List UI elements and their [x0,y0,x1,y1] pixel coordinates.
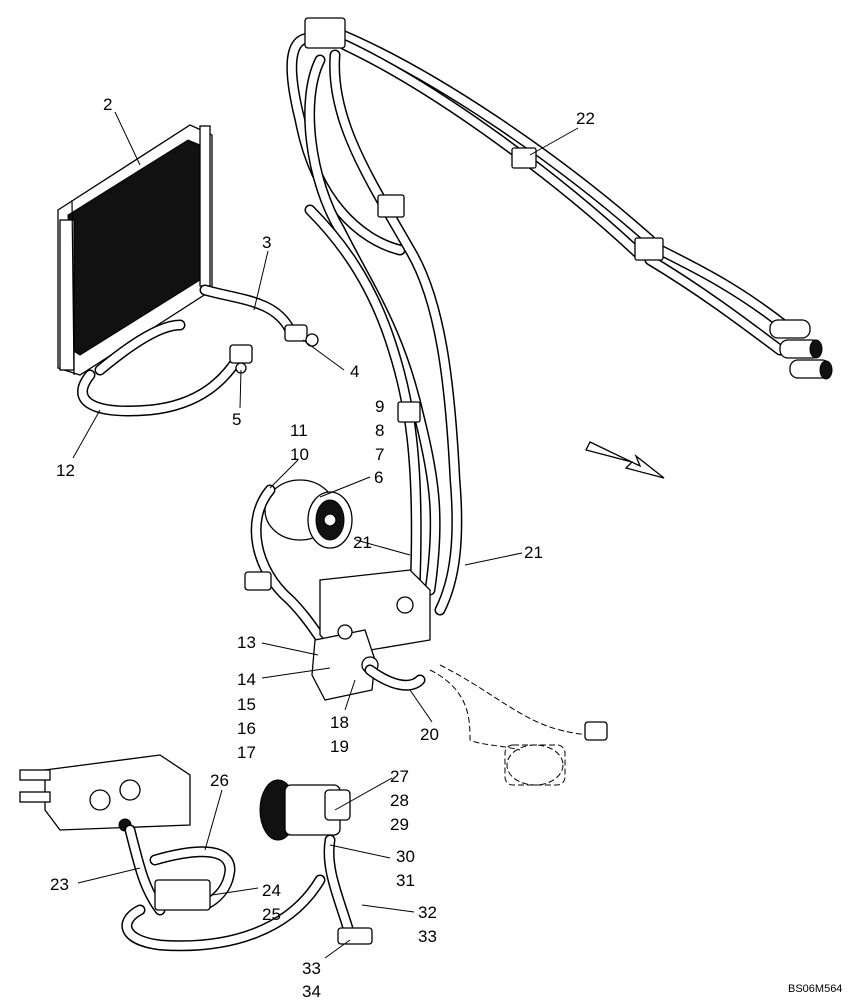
callout-33-bottom: 33 [302,959,321,978]
callout-11: 11 [290,421,308,440]
cooler-hoses [77,284,296,417]
callout-14: 14 [237,670,256,689]
phantom-drive-motor [429,664,608,786]
callout-8: 8 [375,421,384,440]
callout-16: 16 [237,719,256,738]
callout-2: 2 [103,95,112,114]
callout-32: 32 [418,903,437,922]
oil-cooler [57,124,213,376]
auxiliary-pump [259,779,373,945]
elbow-fitting-4 [284,324,319,347]
callout-3: 3 [262,233,271,252]
callout-21-right: 21 [524,543,543,562]
callout-12: 12 [56,461,75,480]
callout-29: 29 [390,815,409,834]
callout-6: 6 [374,468,383,487]
callout-17: 17 [237,743,256,762]
callout-4: 4 [350,362,359,381]
callout-9: 9 [375,397,384,416]
callout-23: 23 [50,875,69,894]
callout-24: 24 [262,881,281,900]
callout-19: 19 [330,737,349,756]
callout-30: 30 [396,847,415,866]
callout-34: 34 [302,982,321,1000]
leader-lines [72,111,579,959]
callout-28: 28 [390,791,409,810]
main-hose-bundle [286,17,796,616]
callout-22: 22 [576,109,595,128]
callout-labels: 2 3 4 5 12 11 10 6 9 8 7 21 21 22 13 14 … [50,95,842,1000]
callout-26: 26 [210,771,229,790]
callout-13: 13 [237,633,256,652]
callout-20: 20 [420,725,439,744]
callout-15: 15 [237,695,256,714]
callout-31: 31 [396,871,415,890]
control-valve-block [311,569,431,701]
direction-arrow-icon [585,441,665,479]
reference-code: BS06M564 [788,983,842,995]
callout-27: 27 [390,767,409,786]
callout-10: 10 [290,445,309,464]
callout-25: 25 [262,905,281,924]
tee-fitting-5 [229,344,253,374]
callout-18: 18 [330,713,349,732]
callout-5: 5 [232,410,241,429]
callout-21-left: 21 [353,533,372,552]
pump-assembly [244,479,353,656]
callout-33-right: 33 [418,927,437,946]
loader-valve-bank [19,754,326,952]
callout-7: 7 [375,445,384,464]
quick-couplers [769,319,833,380]
